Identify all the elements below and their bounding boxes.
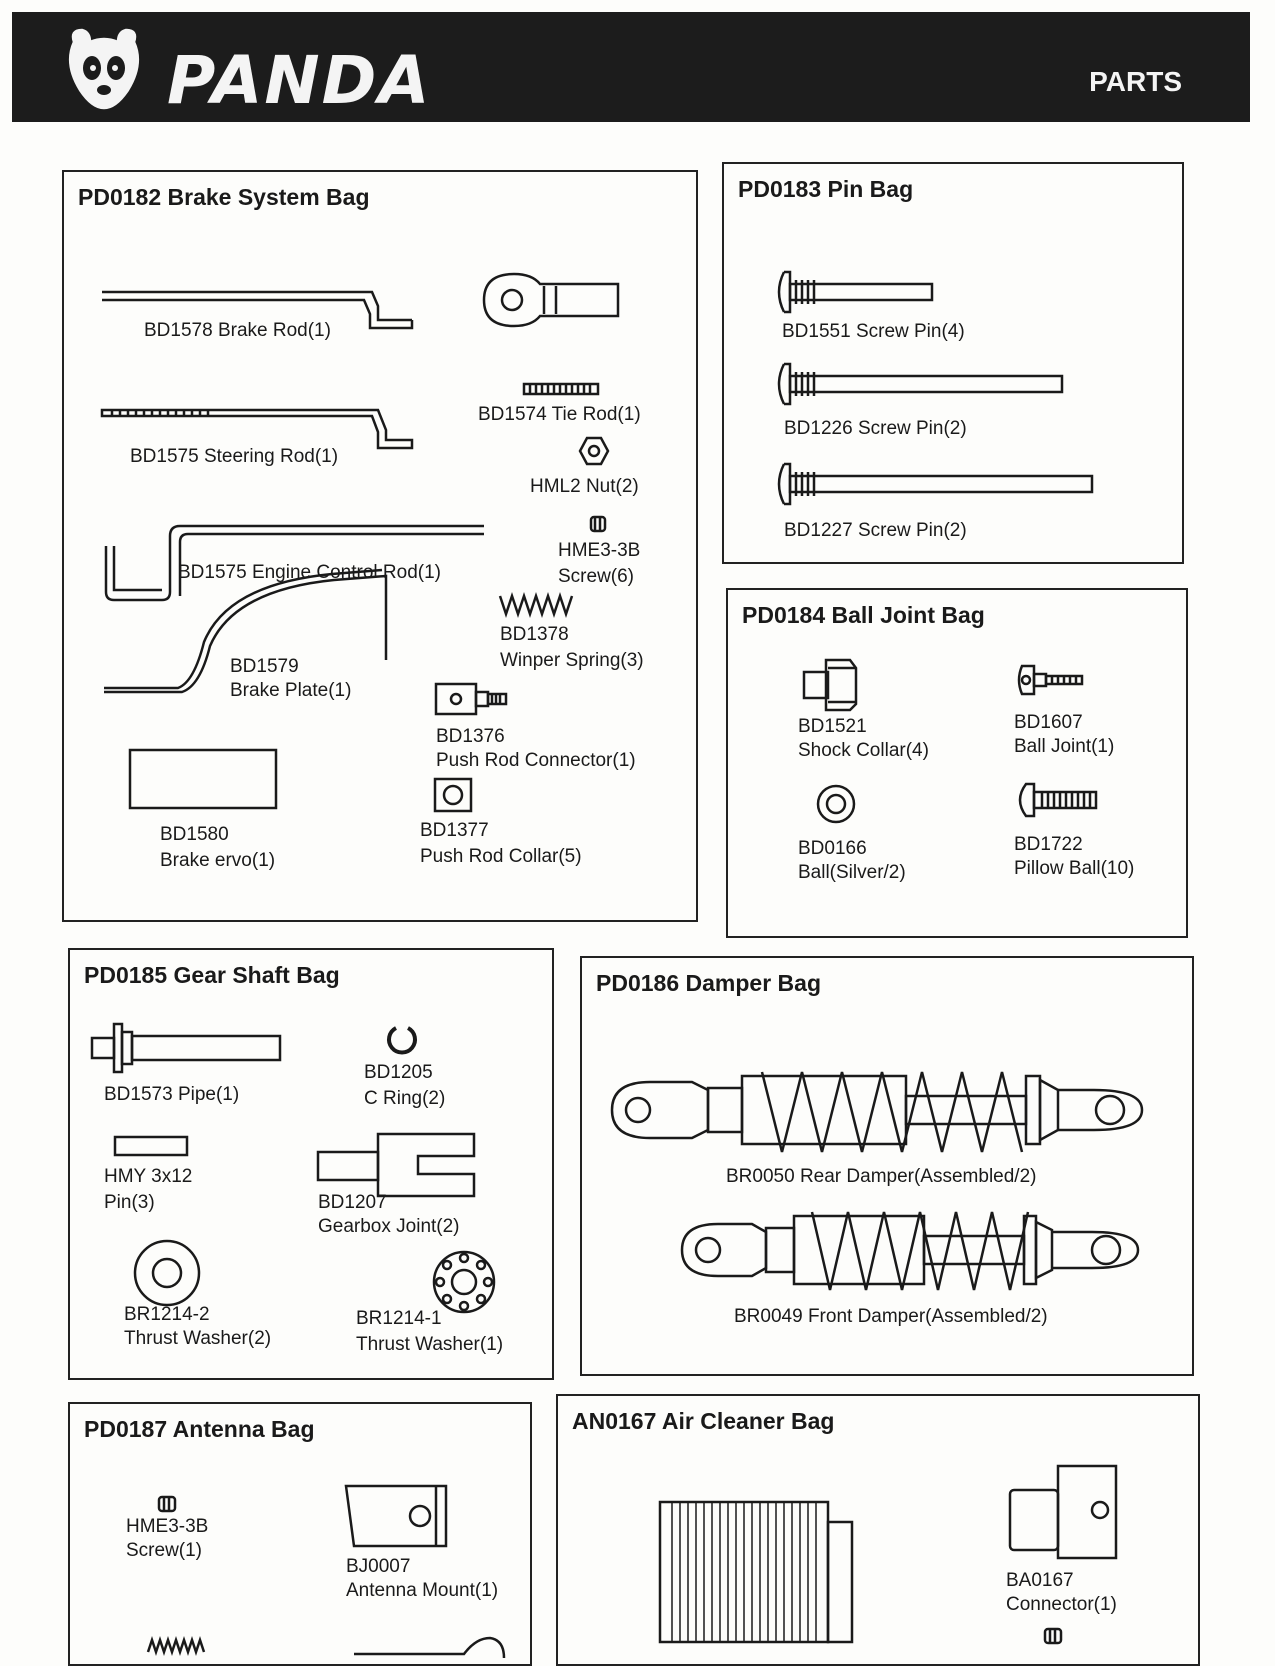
- screw-pin-1-label: BD1551 Screw Pin(4): [782, 321, 965, 342]
- bag-title: PD0186 Damper Bag: [596, 970, 821, 996]
- front-damper-icon: [680, 1211, 1140, 1291]
- screw-pin-3-label: BD1227 Screw Pin(2): [784, 520, 967, 541]
- push-rod-connector-icon: [434, 682, 508, 716]
- antenna-mount-icon: [344, 1484, 448, 1548]
- rear-damper-icon: [610, 1071, 1144, 1153]
- screw-pin-icon: [777, 462, 1094, 506]
- bag-title: AN0167 Air Cleaner Bag: [572, 1408, 835, 1434]
- ball-joint-bag: PD0184 Ball Joint Bag BD1521 Shock Colla…: [726, 588, 1188, 938]
- c-ring-icon: [387, 1026, 417, 1055]
- bag-title: PD0182 Brake System Bag: [78, 184, 370, 210]
- brake-servo-icon: [128, 748, 278, 810]
- air-connector-code: BA0167: [1006, 1570, 1074, 1591]
- pin-bag: PD0183 Pin Bag BD1551 Screw Pin(4) BD122…: [722, 162, 1184, 564]
- ball-joint-icon: [1017, 664, 1084, 696]
- brake-system-bag: PD0182 Brake System Bag BD1578 Brake Rod…: [62, 170, 698, 922]
- thrust-bearing-icon: [432, 1250, 496, 1314]
- bag-title: PD0185 Gear Shaft Bag: [84, 962, 340, 988]
- gear-shaft-bag: PD0185 Gear Shaft Bag BD1573 Pipe(1) BD1…: [68, 948, 554, 1380]
- plate-desc-label: Brake Plate(1): [230, 680, 352, 701]
- air-connector-desc: Connector(1): [1006, 1594, 1117, 1615]
- nut-label: HML2 Nut(2): [530, 476, 639, 497]
- washer-1-code: BR1214-1: [356, 1308, 442, 1329]
- ball-joint-code: BD1607: [1014, 712, 1083, 733]
- engine-control-rod-icon: [104, 524, 484, 602]
- plate-code-label: BD1579: [230, 656, 299, 677]
- brake-rod-icon: [102, 290, 414, 330]
- shock-collar-desc: Shock Collar(4): [798, 740, 929, 761]
- air-cleaner-bag: AN0167 Air Cleaner Bag BA0167 Connector(…: [556, 1394, 1200, 1666]
- hex-nut-icon: [578, 436, 610, 466]
- air-filter-icon: [658, 1500, 854, 1644]
- front-damper-label: BR0049 Front Damper(Assembled/2): [734, 1306, 1048, 1327]
- ball-desc: Ball(Silver/2): [798, 862, 906, 883]
- screw-pin-2-label: BD1226 Screw Pin(2): [784, 418, 967, 439]
- antenna-bag: PD0187 Antenna Bag HME3-3B Screw(1) BJ00…: [68, 1402, 532, 1666]
- screw-pin-icon: [777, 362, 1064, 406]
- connector-code-label: BD1376: [436, 726, 505, 747]
- screw-desc-label: Screw(6): [558, 566, 635, 587]
- antenna-mount-code: BJ0007: [346, 1556, 411, 1577]
- set-screw-icon: [589, 515, 607, 533]
- pin-desc: Pin(3): [104, 1192, 155, 1213]
- gearbox-joint-desc: Gearbox Joint(2): [318, 1216, 460, 1237]
- pin-code: HMY 3x12: [104, 1166, 193, 1187]
- c-ring-desc: C Ring(2): [364, 1088, 446, 1109]
- shock-collar-icon: [802, 658, 858, 712]
- damper-bag: PD0186 Damper Bag BR0050 Rear Damper(Ass…: [580, 956, 1194, 1376]
- antenna-screw-code: HME3-3B: [126, 1516, 209, 1537]
- screw-code-label: HME3-3B: [558, 540, 641, 561]
- ball-code: BD0166: [798, 838, 867, 859]
- servo-code-label: BD1580: [160, 824, 229, 845]
- spring-code-label: BD1378: [500, 624, 569, 645]
- spring-icon: [146, 1636, 206, 1656]
- steering-rod-icon: [100, 408, 414, 450]
- spring-desc-label: Winper Spring(3): [500, 650, 644, 671]
- gearbox-joint-icon: [316, 1132, 476, 1198]
- ball-joint-desc: Ball Joint(1): [1014, 736, 1115, 757]
- thrust-washer-icon: [133, 1239, 201, 1307]
- pipe-icon: [90, 1022, 282, 1074]
- ball-icon: [816, 784, 856, 824]
- brand-name: PANDA: [167, 42, 432, 119]
- washer-2-code: BR1214-2: [124, 1304, 210, 1325]
- rod-end-icon: [354, 1636, 506, 1659]
- pipe-label: BD1573 Pipe(1): [104, 1084, 240, 1105]
- air-connector-icon: [1008, 1464, 1118, 1560]
- winper-spring-icon: [498, 592, 574, 618]
- collar-desc-label: Push Rod Collar(5): [420, 846, 582, 867]
- gearbox-joint-code: BD1207: [318, 1192, 387, 1213]
- rod-end-icon: [482, 272, 620, 328]
- washer-1-desc: Thrust Washer(1): [356, 1334, 504, 1355]
- servo-desc-label: Brake ervo(1): [160, 850, 276, 871]
- bag-title: PD0184 Ball Joint Bag: [742, 602, 985, 628]
- antenna-screw-desc: Screw(1): [126, 1540, 203, 1561]
- page-header: PANDA PARTS: [12, 12, 1250, 122]
- pillow-ball-code: BD1722: [1014, 834, 1083, 855]
- washer-2-desc: Thrust Washer(2): [124, 1328, 272, 1349]
- antenna-mount-desc: Antenna Mount(1): [346, 1580, 499, 1601]
- tie-rod-icon: [522, 382, 600, 396]
- pillow-ball-icon: [1018, 782, 1098, 818]
- set-screw-icon: [157, 1495, 177, 1513]
- steering-rod-label: BD1575 Steering Rod(1): [130, 446, 339, 467]
- brake-rod-label: BD1578 Brake Rod(1): [144, 320, 331, 341]
- panda-logo-icon: [68, 28, 140, 110]
- brake-plate-icon: [104, 568, 388, 694]
- tie-rod-label: BD1574 Tie Rod(1): [478, 404, 641, 425]
- connector-desc-label: Push Rod Connector(1): [436, 750, 636, 771]
- bag-title: PD0183 Pin Bag: [738, 176, 914, 202]
- push-rod-collar-icon: [433, 777, 473, 813]
- c-ring-code: BD1205: [364, 1062, 433, 1083]
- bag-title: PD0187 Antenna Bag: [84, 1416, 315, 1442]
- set-screw-icon: [1043, 1627, 1063, 1645]
- shock-collar-code: BD1521: [798, 716, 867, 737]
- pin-icon: [113, 1135, 189, 1157]
- pillow-ball-desc: Pillow Ball(10): [1014, 858, 1135, 879]
- collar-code-label: BD1377: [420, 820, 489, 841]
- section-label: PARTS: [1089, 66, 1182, 97]
- screw-pin-icon: [777, 270, 934, 314]
- rear-damper-label: BR0050 Rear Damper(Assembled/2): [726, 1166, 1037, 1187]
